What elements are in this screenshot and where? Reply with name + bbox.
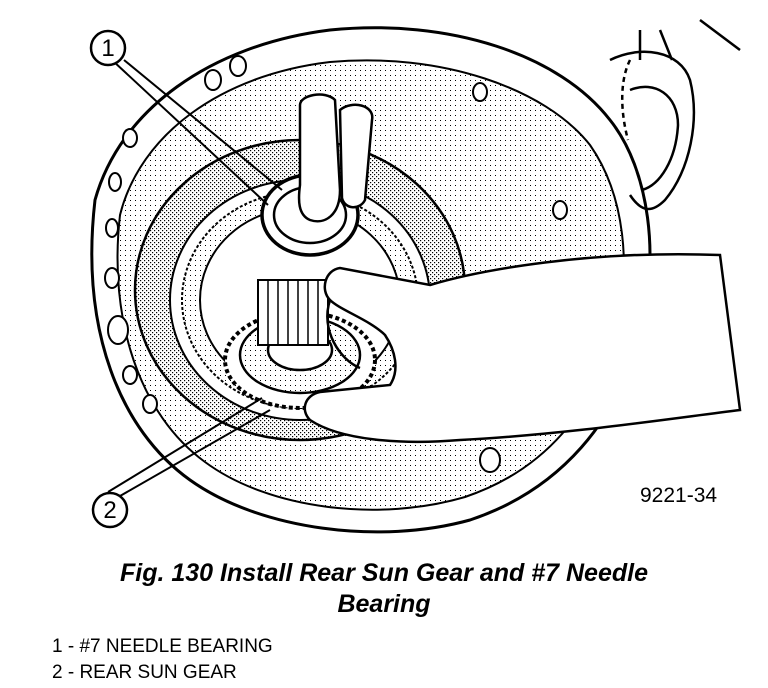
svg-text:2: 2 [103,497,116,524]
legend-item: 2 - REAR SUN GEAR [52,662,237,683]
rear-sun-gear [223,279,377,410]
figure-code: 9221-34 [640,484,718,507]
callout-leaders [107,59,283,497]
side-bracket [609,19,741,211]
figure-caption: Fig. 130 Install Rear Sun Gear and #7 Ne… [0,558,768,620]
callout-1: 1 [89,29,127,67]
callout-2: 2 [91,491,129,529]
technician-hand [297,93,742,444]
caption-line-1: Fig. 130 Install Rear Sun Gear and #7 Ne… [120,559,648,587]
svg-text:1: 1 [101,35,114,62]
transmission-illustration: 1 2 [89,19,742,534]
legend-item: 1 - #7 NEEDLE BEARING [52,636,273,657]
legend: 1 - #7 NEEDLE BEARING 2 - REAR SUN GEAR [52,634,273,686]
caption-line-2: Bearing [337,590,431,618]
